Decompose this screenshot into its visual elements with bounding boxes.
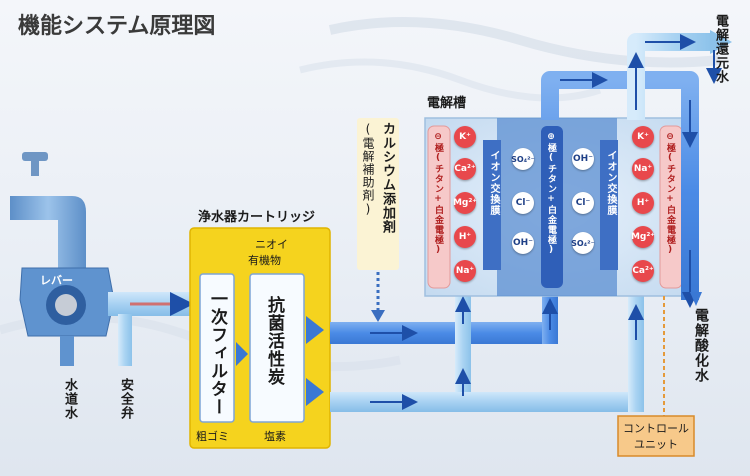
- ion-right-2: Na⁺: [632, 158, 654, 180]
- ion-right-5: Ca²⁺: [632, 260, 654, 282]
- ion-left-2: Ca²⁺: [454, 158, 476, 180]
- lever-label: レバー: [40, 274, 73, 287]
- ion-center-right-3: SO₄²⁻: [571, 232, 595, 254]
- odor-label: ニオイ: [255, 238, 288, 251]
- flow-triangle-3: [306, 378, 324, 406]
- calcium-additive-box: [357, 118, 399, 270]
- ion-left-3: Mg²⁺: [453, 192, 477, 214]
- cell-label: 電解槽: [427, 96, 467, 111]
- ion-center-right-2: Cl⁻: [572, 192, 594, 214]
- control-unit-box: [617, 415, 695, 457]
- center-electrode-label: ⊕極(チタン+白金電極): [546, 132, 556, 256]
- oxidized-water-label: 電解酸化水: [693, 308, 709, 383]
- primary-filter-label: 一次フィルター: [207, 290, 227, 416]
- left-membrane-label: イオン交換膜: [488, 150, 499, 216]
- chlorine-label: 塩素: [264, 430, 286, 443]
- calcium-additive-label: カルシウム添加剤: [380, 122, 395, 234]
- carbon-filter-label: 抗菌活性炭: [264, 296, 284, 386]
- ion-center-right-1: OH⁻: [572, 148, 594, 170]
- lever-valve: [19, 267, 115, 366]
- ion-left-5: Na⁺: [454, 260, 476, 282]
- center-electrode: [541, 126, 563, 288]
- ion-right-4: Mg²⁺: [631, 226, 655, 248]
- reduced-water-label: 電解還元水: [713, 14, 728, 84]
- flow-triangle-1: [236, 342, 248, 366]
- tap-water-label: 水道水: [62, 378, 77, 420]
- control-unit-label-1: コントロール: [623, 422, 689, 435]
- cartridge-label: 浄水器カートリッジ: [198, 210, 316, 225]
- right-membrane-label: イオン交換膜: [605, 150, 616, 216]
- oxidized-outlet-pipe: [690, 292, 702, 306]
- safety-valve-label: 安全弁: [118, 378, 133, 420]
- carbon-filter-box: [249, 273, 305, 423]
- safety-valve-pipe: [118, 314, 132, 366]
- riser-right: [628, 296, 644, 412]
- diagram-title: 機能システム原理図: [18, 14, 216, 39]
- ion-center-left-1: SO₄²⁻: [511, 148, 535, 170]
- pipe-to-cathode: [330, 322, 552, 344]
- ion-left-4: H⁺: [454, 226, 476, 248]
- control-unit-label-2: ユニット: [634, 438, 678, 451]
- ion-center-left-3: OH⁻: [512, 232, 534, 254]
- right-electrode-label: ⊖極(チタン+白金電極): [665, 132, 675, 256]
- ion-center-left-2: Cl⁻: [512, 192, 534, 214]
- organics-label: 有機物: [248, 254, 281, 267]
- right-membrane: [600, 140, 618, 270]
- left-electrode: [427, 125, 451, 289]
- left-electrode-label: ⊖極(チタン+白金電極): [433, 132, 443, 256]
- coarse-dust-label: 粗ゴミ: [196, 430, 229, 443]
- flow-triangle-2: [306, 316, 324, 344]
- upper-loop-pipe: [541, 71, 699, 300]
- primary-filter-box: [199, 273, 235, 423]
- ion-left-1: K⁺: [454, 126, 476, 148]
- left-membrane: [483, 140, 501, 270]
- electrolysis-aid-label: (電解補助剤): [361, 122, 375, 217]
- ion-right-3: H⁺: [632, 192, 654, 214]
- reduced-water-outlet: [710, 30, 732, 54]
- faucet: [10, 152, 86, 270]
- ion-right-1: K⁺: [632, 126, 654, 148]
